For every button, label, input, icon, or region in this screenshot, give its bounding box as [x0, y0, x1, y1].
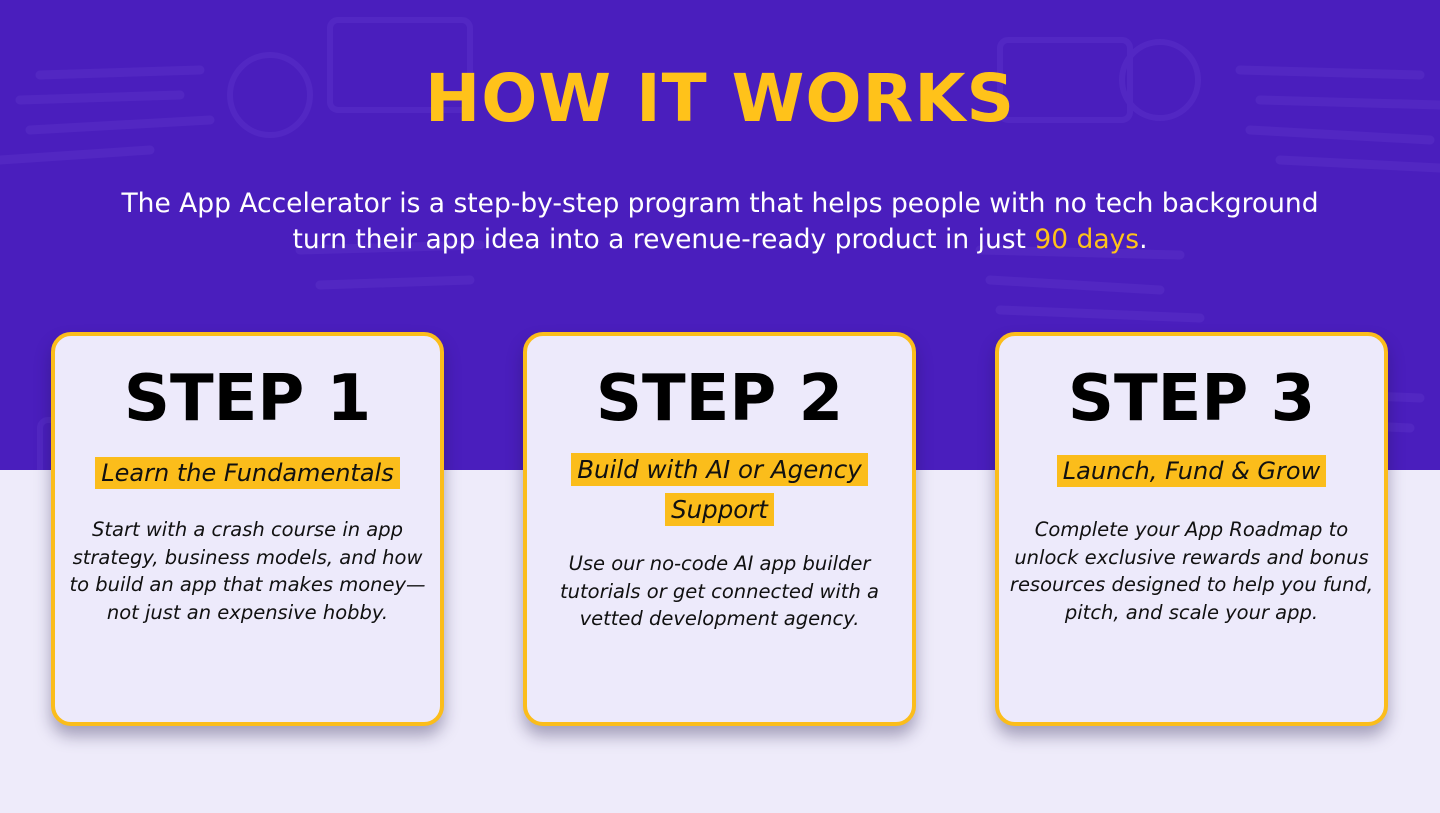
step-heading-label: Build with AI or Agency Support: [571, 453, 868, 526]
step-title: STEP 1: [123, 362, 372, 436]
step-heading: Launch, Fund & Grow: [999, 452, 1384, 490]
step-heading: Learn the Fundamentals: [55, 454, 440, 492]
step-card-2: STEP 2 Build with AI or Agency Support U…: [523, 332, 916, 726]
step-title: STEP 2: [595, 362, 844, 436]
subtitle-highlight: 90 days: [1034, 224, 1140, 255]
step-description: Complete your App Roadmap to unlock excl…: [1009, 518, 1374, 624]
step-description: Use our no-code AI app builder tutorials…: [560, 552, 879, 630]
step-heading-label: Learn the Fundamentals: [95, 457, 400, 489]
step-heading-label: Launch, Fund & Grow: [1056, 455, 1327, 487]
page-title: HOW IT WORKS: [424, 60, 1016, 137]
step-card-1: STEP 1 Learn the Fundamentals Start with…: [51, 332, 444, 726]
subtitle-line-2: turn their app idea into a revenue-ready…: [292, 224, 1035, 255]
step-card-3: STEP 3 Launch, Fund & Grow Complete your…: [995, 332, 1388, 726]
subtitle-line-1: The App Accelerator is a step-by-step pr…: [121, 188, 1319, 219]
page-subtitle: The App Accelerator is a step-by-step pr…: [40, 186, 1400, 258]
subtitle-period: .: [1139, 224, 1148, 255]
step-description: Start with a crash course in app strateg…: [69, 518, 426, 624]
step-title: STEP 3: [1067, 362, 1316, 436]
step-heading: Build with AI or Agency Support: [527, 450, 912, 530]
